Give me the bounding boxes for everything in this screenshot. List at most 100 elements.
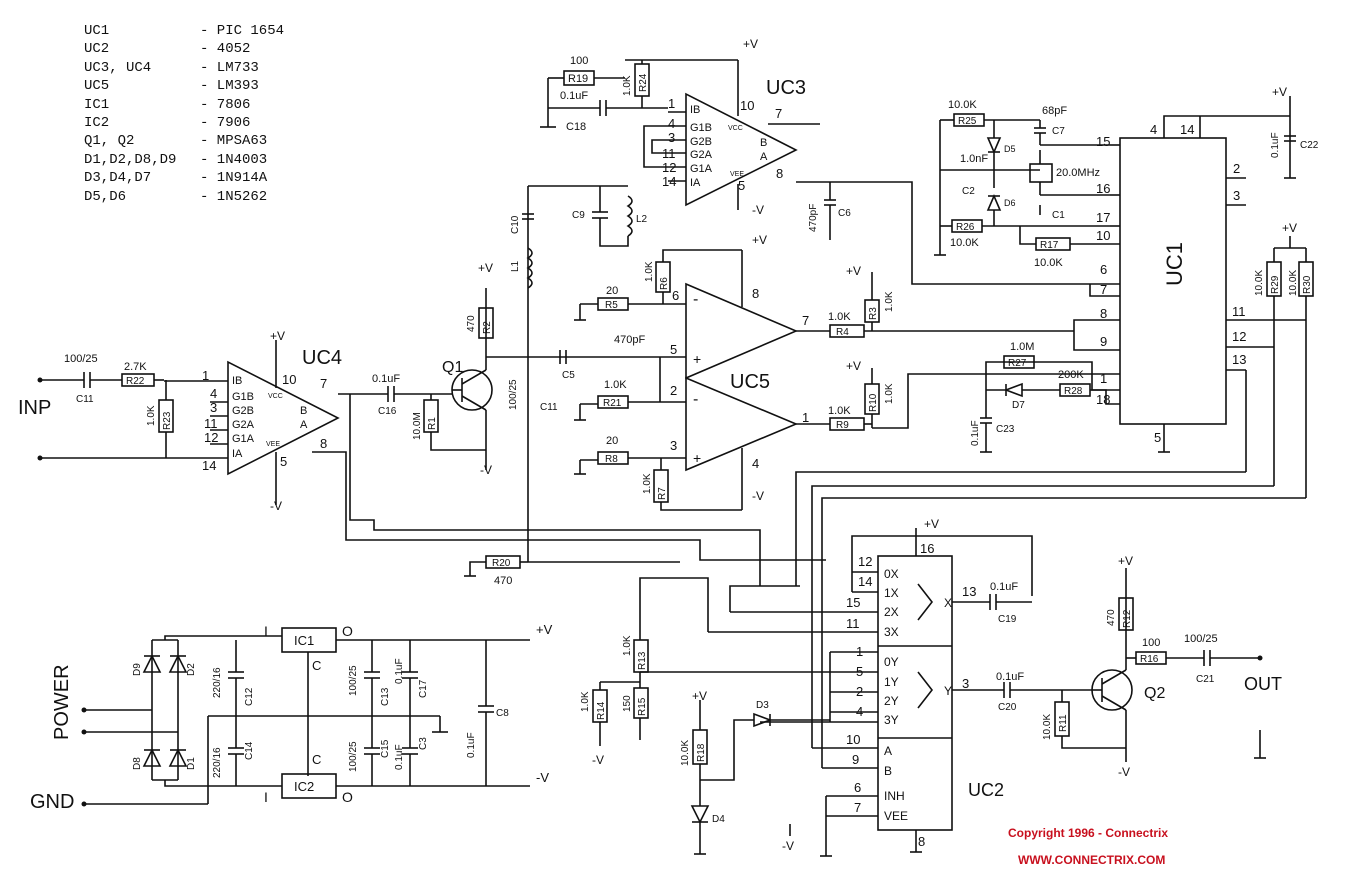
uc4-pin-ia: IA [232, 448, 243, 460]
part-ref: IC1 [84, 96, 110, 113]
uc4-pin-a: A [300, 419, 308, 431]
c20-label: C20 [998, 702, 1017, 713]
c1-label: C1 [1052, 210, 1065, 221]
c7-value: 68pF [1042, 105, 1067, 117]
uc2-pinno-9: 9 [852, 752, 859, 767]
r10-vplus: +V [846, 359, 861, 373]
uc5-pin-3: 3 [670, 438, 677, 453]
d5-label: D5 [1004, 144, 1016, 154]
uc4-pinno-11: 11 [204, 416, 218, 431]
uc3-amplifier: UC3 IB G1B G2B G2A G1A IA B A VCC VEE 1 … [643, 37, 820, 217]
uc5-comparator: UC5 - + - + 6 5 2 3 8 7 1 4 +V -V R5 20 … [559, 233, 1120, 511]
uc2-x-label: X [944, 596, 952, 610]
r2-label: R2 [482, 321, 493, 334]
uc2-pinno-11: 11 [846, 616, 860, 631]
uc5-vplus: +V [752, 233, 767, 247]
r21-value: 1.0K [604, 379, 627, 391]
r27-label: R27 [1008, 358, 1027, 369]
uc2-analog-mux: X Y 0X 1X 2X 3X 0Y 1Y 2Y 3Y A B INH VEE … [639, 471, 1306, 856]
d4-label: D4 [712, 814, 725, 825]
c18-value: 0.1uF [560, 90, 588, 102]
uc3-pin-b: B [760, 137, 767, 149]
uc1-pin-13: 13 [1232, 352, 1246, 367]
uc4-pin-b: B [300, 405, 307, 417]
c11-value: 100/25 [64, 353, 98, 365]
svg-text:+: + [693, 351, 701, 367]
d7-label: D7 [1012, 400, 1025, 411]
uc3-pinno-10: 10 [740, 98, 754, 113]
c8-label: C8 [496, 708, 509, 719]
c21-label: C21 [1196, 674, 1215, 685]
part-value: - 4052 [200, 41, 251, 58]
uc3-pin-g2b: G2B [690, 136, 712, 148]
r18-vplus: +V [692, 689, 707, 703]
r13-label: R13 [637, 651, 648, 670]
c3-value: 0.1uF [394, 744, 405, 770]
c13-value: 100/25 [348, 665, 359, 696]
power-supply: POWER GND D9 D2 D8 D1 I IC1 O C +V I [30, 622, 553, 813]
r11-value: 10.0K [1042, 714, 1053, 740]
r30-label: R30 [1302, 275, 1313, 294]
r3-label: R3 [868, 307, 879, 320]
r23-label: R23 [162, 411, 173, 430]
uc1-pin-3: 3 [1233, 188, 1240, 203]
copyright-notice: Copyright 1996 - Connectrix [1008, 826, 1169, 840]
q2-label: Q2 [1144, 685, 1165, 702]
gnd-terminal-label: GND [30, 791, 74, 813]
c7-label: C7 [1052, 126, 1065, 137]
r23-value: 1.0K [146, 405, 157, 426]
c11b-value: 100/25 [508, 379, 519, 410]
uc5-pin-7: 7 [802, 313, 809, 328]
c2-label: C2 [962, 186, 975, 197]
part-value: - LM733 [200, 59, 259, 76]
uc2-pinno-6: 6 [854, 780, 861, 795]
q1-label: Q1 [442, 359, 463, 376]
uc2-pin-2x: 2X [884, 605, 899, 619]
r4-label: R4 [836, 327, 849, 338]
uc5-pin-2: 2 [670, 383, 677, 398]
q1-vminus: -V [480, 463, 492, 477]
uc4-pin-vee: VEE [266, 441, 280, 448]
uc2-pin-0x: 0X [884, 567, 899, 581]
r14-value: 1.0K [580, 691, 591, 712]
uc3-pin-vee: VEE [730, 171, 744, 178]
ic1-c-label: C [312, 658, 321, 673]
d8-label: D8 [132, 757, 143, 770]
power-terminal-label: POWER [51, 664, 73, 740]
uc5-pin-1: 1 [802, 410, 809, 425]
r8-value: 20 [606, 435, 618, 447]
r19-label: R19 [568, 73, 588, 85]
uc3-pin-g1a: G1A [690, 163, 713, 175]
parts-list-row: D1,D2,D8,D9- 1N4003 [84, 151, 284, 169]
pullup-vplus: +V [1282, 221, 1297, 235]
c19-label: C19 [998, 614, 1017, 625]
r10-label: R10 [868, 393, 879, 412]
r12-label: R12 [1122, 609, 1133, 628]
r9-value: 1.0K [828, 405, 851, 417]
uc3-feedback: R19 100 0.1uF C18 R24 1.0K [540, 55, 738, 133]
uc3-pin-vcc: VCC [728, 125, 743, 132]
website-link[interactable]: WWW.CONNECTRIX.COM [1018, 853, 1166, 867]
c2-value: 1.0nF [960, 153, 988, 165]
c9-label: C9 [572, 210, 585, 221]
parts-list-row: UC1- PIC 1654 [84, 22, 284, 40]
part-value: - 1N5262 [200, 188, 268, 205]
r1-label: R1 [427, 417, 438, 430]
r29-label: R29 [1270, 275, 1281, 294]
uc3-pinno-8: 8 [776, 166, 783, 181]
c23-label: C23 [996, 424, 1015, 435]
ic1-in-label: I [264, 623, 268, 639]
part-value: - PIC 1654 [200, 23, 285, 39]
uc2-pin-vee: VEE [884, 809, 908, 823]
uc2-pin-1y: 1Y [884, 675, 899, 689]
c22-value: 0.1uF [1270, 132, 1281, 158]
c23-value: 0.1uF [970, 420, 981, 446]
uc3-vminus: -V [752, 203, 764, 217]
uc2-pinno-16: 16 [920, 541, 934, 556]
r22-label: R22 [126, 376, 145, 387]
part-ref: Q1, Q2 [84, 133, 135, 150]
uc2-pinno-12: 12 [858, 554, 872, 569]
d3-label: D3 [756, 700, 769, 711]
c15-label: C15 [380, 739, 391, 758]
